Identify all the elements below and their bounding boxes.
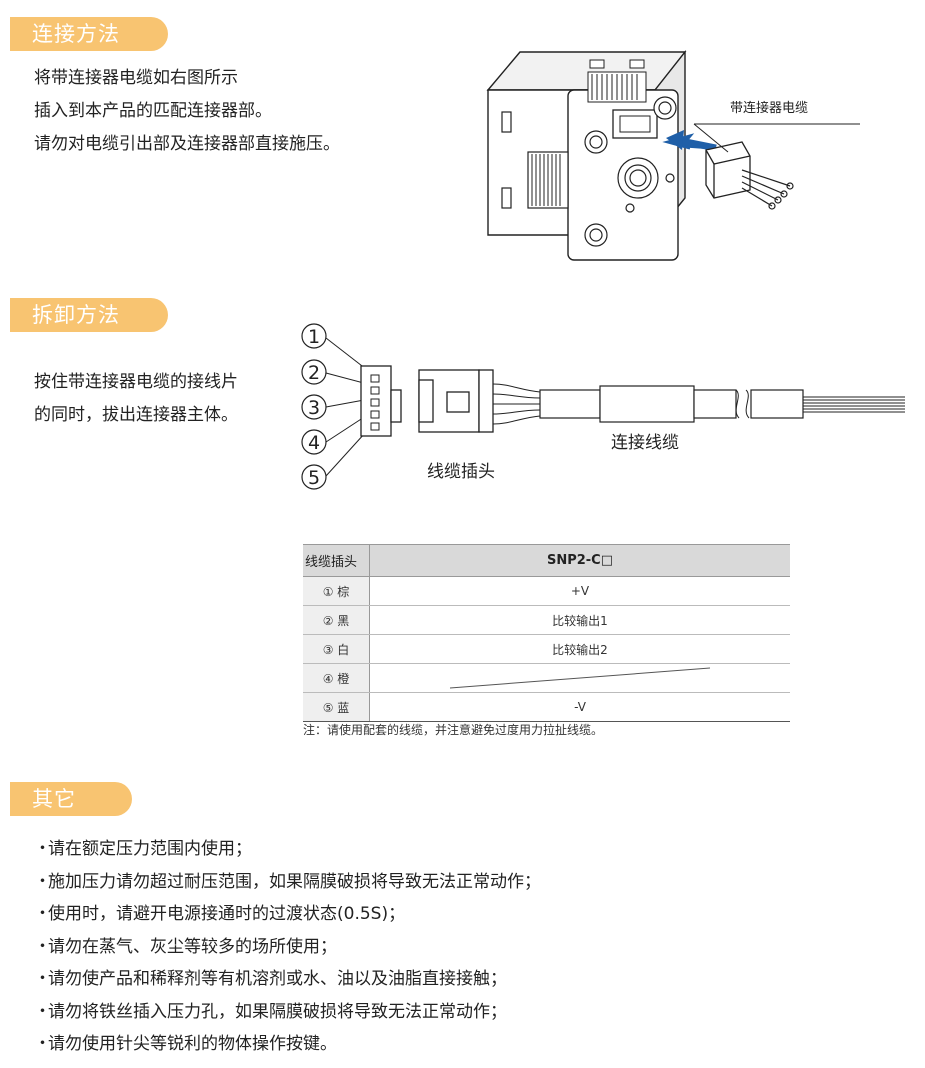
pin-number: 4 (308, 432, 320, 454)
signal-cell: 比较输出1 (369, 605, 790, 635)
pin-number: 1 (308, 326, 320, 348)
connect-instructions: 将带连接器电缆如右图所示 插入到本产品的匹配连接器部。 请勿对电缆引出部及连接器… (34, 62, 340, 161)
bullet: ・ (34, 904, 51, 924)
bullet: ・ (34, 936, 51, 957)
pin-number: 2 (308, 362, 320, 384)
cable-label: 连接线缆 (611, 433, 679, 453)
table-header: SNP2-C□ (369, 544, 790, 577)
pin-cell: ③ 白 (303, 634, 370, 664)
diagonal-unused-mark (449, 667, 711, 689)
section-title-connect: 连接方法 (10, 17, 168, 51)
signal-cell-unused (369, 663, 790, 693)
list-item: ・请勿使用针尖等锐利的物体操作按键。 (34, 1028, 541, 1061)
section-title-other: 其它 (10, 782, 132, 816)
cable-with-connector-label: 带连接器电缆 (730, 100, 808, 116)
signal-cell: 比较输出2 (369, 634, 790, 664)
section-title-remove: 拆卸方法 (10, 298, 168, 332)
pin-cell: ⑤ 蓝 (303, 692, 370, 722)
pin-number: 5 (308, 467, 320, 489)
connect-line: 将带连接器电缆如右图所示 (34, 68, 238, 88)
list-item: ・施加压力请勿超过耐压范围，如果隔膜破损将导致无法正常动作； (34, 866, 541, 899)
pin-cell: ④ 橙 (303, 663, 370, 693)
pin-assignment-table: 线缆插头 SNP2-C□ ① 棕 +V ② 黑 比较输出1 ③ 白 比较输出2 … (303, 544, 790, 722)
remove-line: 的同时，拔出连接器主体。 (34, 405, 238, 425)
bullet: ・ (34, 871, 51, 892)
list-item: ・请在额定压力范围内使用； (34, 833, 541, 866)
table-row: ⑤ 蓝 -V (303, 692, 790, 722)
pin-cell: ① 棕 (303, 576, 370, 606)
table-row: ① 棕 +V (303, 576, 790, 606)
bullet: ・ (34, 969, 51, 989)
list-item: ・请勿将铁丝插入压力孔，如果隔膜破损将导致无法正常动作； (34, 996, 541, 1029)
bullet: ・ (34, 839, 51, 859)
table-header: 线缆插头 (303, 544, 370, 577)
bullet: ・ (34, 1001, 51, 1022)
table-row: ④ 橙 (303, 663, 790, 693)
table-row: ③ 白 比较输出2 (303, 634, 790, 664)
connect-line: 请勿对电缆引出部及连接器部直接施压。 (34, 134, 340, 154)
plug-label: 线缆插头 (427, 462, 495, 482)
list-item: ・请勿在蒸气、灰尘等较多的场所使用； (34, 931, 541, 964)
cable-plug-diagram: 1 2 3 4 5 (301, 323, 905, 490)
table-header-row: 线缆插头 SNP2-C□ (303, 544, 790, 577)
signal-cell: -V (369, 692, 790, 722)
remove-instructions: 按住带连接器电缆的接线片 的同时，拔出连接器主体。 (34, 366, 238, 432)
table-note: 注：请使用配套的线缆，并注意避免过度用力拉扯线缆。 (303, 723, 604, 737)
signal-cell: +V (369, 576, 790, 606)
list-item: ・使用时，请避开电源接通时的过渡状态(0.5S)； (34, 898, 541, 931)
remove-line: 按住带连接器电缆的接线片 (34, 372, 238, 392)
list-item: ・请勿使产品和稀释剂等有机溶剂或水、油以及油脂直接接触； (34, 963, 541, 996)
bullet: ・ (34, 1034, 51, 1054)
pin-number: 3 (308, 397, 320, 419)
connector-insertion-figure: 带连接器电缆 (486, 49, 860, 261)
connect-line: 插入到本产品的匹配连接器部。 (34, 101, 272, 121)
table-row: ② 黑 比较输出1 (303, 605, 790, 635)
precautions-list: ・请在额定压力范围内使用； ・施加压力请勿超过耐压范围，如果隔膜破损将导致无法正… (34, 833, 541, 1061)
pin-cell: ② 黑 (303, 605, 370, 635)
